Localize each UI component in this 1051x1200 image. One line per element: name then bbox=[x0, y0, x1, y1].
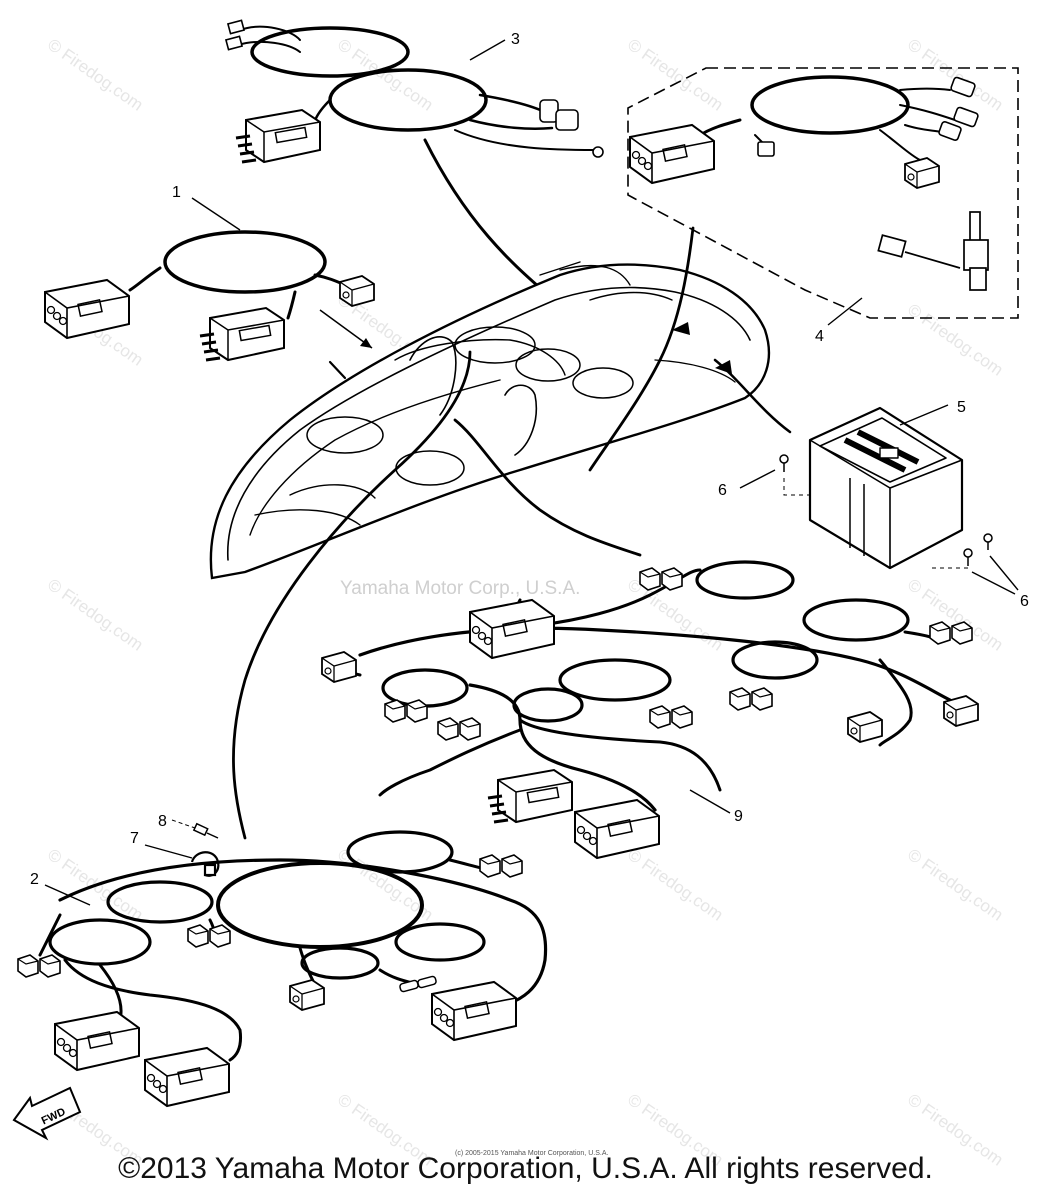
connector bbox=[904, 157, 940, 189]
harness-part-1 bbox=[128, 230, 347, 320]
harness-part-3 bbox=[237, 25, 596, 297]
clamp bbox=[190, 851, 220, 877]
connector bbox=[486, 768, 574, 824]
terminal-plug bbox=[224, 19, 604, 158]
connector bbox=[639, 567, 683, 591]
connector bbox=[289, 979, 325, 1011]
part-callout: 1 bbox=[172, 184, 181, 201]
terminal-plug bbox=[757, 76, 979, 157]
kit-outline bbox=[627, 67, 1019, 319]
copyright-notice: ©2013 Yamaha Motor Corporation, U.S.A. A… bbox=[118, 1152, 933, 1185]
center-watermark: Yamaha Motor Corp., U.S.A. bbox=[340, 578, 581, 599]
harness-part-4 bbox=[698, 75, 956, 161]
arrow-head bbox=[672, 322, 690, 335]
connector bbox=[187, 924, 231, 948]
part-callout: 5 bbox=[957, 399, 966, 416]
connector bbox=[437, 717, 481, 741]
connector bbox=[144, 1047, 230, 1107]
part-callout: 8 bbox=[158, 813, 167, 830]
bolt bbox=[192, 822, 219, 839]
part-callout: 9 bbox=[734, 808, 743, 825]
connector bbox=[943, 695, 979, 727]
connector bbox=[847, 711, 883, 743]
connector bbox=[729, 687, 773, 711]
connector bbox=[929, 621, 973, 645]
terminal-plug bbox=[399, 975, 437, 993]
temperature-sensor bbox=[877, 211, 989, 291]
connector bbox=[574, 799, 660, 859]
part-callout: 6 bbox=[1020, 593, 1029, 610]
connector bbox=[44, 279, 130, 339]
part-callout: 7 bbox=[130, 830, 139, 847]
connector bbox=[339, 275, 375, 307]
connector bbox=[198, 306, 286, 362]
part-callout: 6 bbox=[718, 482, 727, 499]
part-callout: 4 bbox=[815, 328, 824, 345]
connector bbox=[321, 651, 357, 683]
boat-hull bbox=[209, 261, 771, 580]
part-callout: 2 bbox=[30, 871, 39, 888]
routing-wires bbox=[232, 226, 792, 840]
connector bbox=[649, 705, 693, 729]
battery-box bbox=[808, 406, 964, 570]
part-callout: 3 bbox=[511, 31, 520, 48]
connector bbox=[54, 1011, 140, 1071]
connector bbox=[469, 599, 555, 659]
connector bbox=[17, 954, 61, 978]
connector bbox=[431, 981, 517, 1041]
forward-arrow-icon: FWD bbox=[12, 1086, 82, 1141]
connector bbox=[629, 124, 715, 184]
connector bbox=[479, 854, 523, 878]
screw bbox=[779, 454, 993, 566]
small-copyright: (c) 2005-2015 Yamaha Motor Corporation, … bbox=[455, 1150, 609, 1157]
connector bbox=[234, 108, 322, 164]
